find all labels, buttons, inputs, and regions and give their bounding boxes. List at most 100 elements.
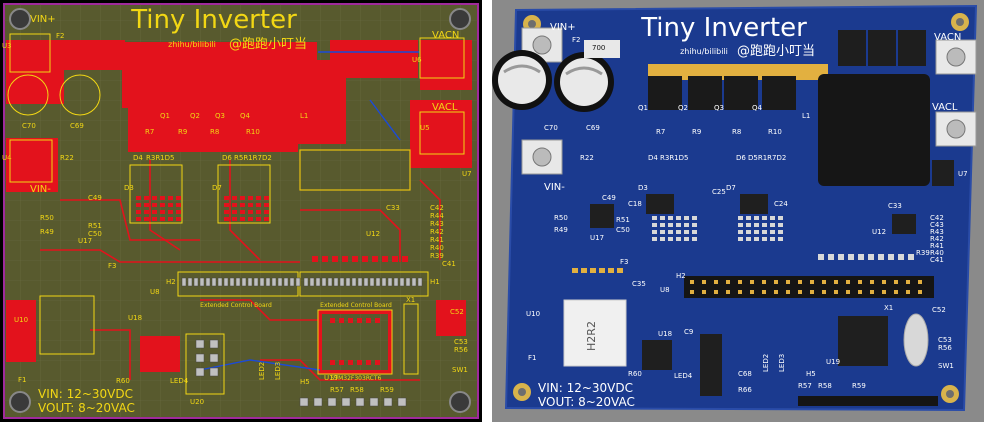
header-pin: [393, 277, 399, 287]
header-pin: [834, 280, 838, 284]
svg-text:C69: C69: [586, 124, 600, 132]
header-pin: [798, 290, 802, 294]
smd-pad: [144, 203, 149, 207]
header-pin: [786, 280, 790, 284]
credit-text: zhihu/bilibili: [680, 47, 728, 56]
smd-part: [746, 237, 751, 241]
svg-text:R56: R56: [938, 344, 952, 352]
svg-text:R41: R41: [430, 236, 444, 244]
smd-pads: [136, 196, 408, 365]
header-pin: [798, 280, 802, 284]
header-pin: [303, 277, 309, 287]
svg-text:U3: U3: [2, 42, 12, 50]
svg-text:X1: X1: [406, 296, 415, 304]
svg-text:U8: U8: [150, 288, 160, 296]
header-pin: [259, 277, 265, 287]
header-pin: [834, 290, 838, 294]
header-pin: [283, 277, 289, 287]
svg-text:C69: C69: [70, 122, 84, 130]
header-pin: [870, 280, 874, 284]
svg-text:R51: R51: [88, 222, 102, 230]
svg-text:R7: R7: [145, 128, 154, 136]
svg-text:C43: C43: [930, 221, 944, 229]
smd-part: [762, 216, 767, 220]
smd-part: [676, 216, 681, 220]
header-pin: [690, 290, 694, 294]
svg-text:C50: C50: [88, 230, 102, 238]
svg-text:C24: C24: [774, 200, 788, 208]
smd-pad: [248, 203, 253, 207]
smd-pad: [136, 203, 141, 207]
smd-pad: [168, 210, 173, 214]
smd-pad: [372, 256, 378, 262]
svg-text:700: 700: [592, 44, 605, 52]
header-pin: [702, 290, 706, 294]
header-pin: [341, 397, 351, 407]
svg-text:R9: R9: [692, 128, 701, 136]
smd-part: [778, 237, 783, 241]
svg-text:F1: F1: [18, 376, 26, 384]
svg-text:Q3: Q3: [215, 112, 225, 120]
fuse-f2: [584, 40, 620, 58]
svg-text:F2: F2: [572, 36, 580, 44]
smd-part: [908, 254, 914, 260]
smd-pad: [160, 210, 165, 214]
svg-text:C68: C68: [738, 370, 752, 378]
svg-text:D3: D3: [124, 184, 134, 192]
smd-pad: [224, 196, 229, 200]
smd-part: [868, 254, 874, 260]
traces: [40, 160, 441, 381]
header-pin: [846, 280, 850, 284]
bottom-traces: [199, 51, 420, 371]
mosfets: [648, 64, 828, 110]
smd-pad: [264, 210, 269, 214]
header-pin: [870, 290, 874, 294]
header-pin: [199, 277, 205, 287]
smd-pad: [144, 210, 149, 214]
smd-pad: [256, 210, 261, 214]
smd-pad: [152, 217, 157, 221]
header-pin: [357, 277, 363, 287]
smd-part: [738, 216, 743, 220]
header-pin: [690, 280, 694, 284]
svg-text:D3: D3: [638, 184, 648, 192]
smd-pad: [402, 256, 408, 262]
svg-text:H2: H2: [676, 272, 686, 280]
svg-text:C49: C49: [88, 194, 102, 202]
header-pin: [810, 280, 814, 284]
svg-text:R59: R59: [380, 386, 394, 394]
smd-pad: [342, 256, 348, 262]
svg-text:U7: U7: [462, 170, 472, 178]
svg-text:LED4: LED4: [674, 372, 693, 380]
header-pin: [277, 277, 283, 287]
smd-part: [652, 216, 657, 220]
header-pin: [369, 397, 379, 407]
smd-pad: [240, 196, 245, 200]
svg-text:C33: C33: [386, 204, 400, 212]
svg-text:R10: R10: [246, 128, 260, 136]
svg-text:D6: D6: [736, 154, 746, 162]
smd-pad: [152, 196, 157, 200]
smd-pad: [160, 203, 165, 207]
header-pin: [315, 277, 321, 287]
svg-text:C53: C53: [454, 338, 468, 346]
copper-pours: [6, 40, 472, 374]
svg-text:R49: R49: [554, 226, 568, 234]
smd-part: [668, 223, 673, 227]
header-pin: [195, 353, 205, 363]
svg-text:U7: U7: [958, 170, 968, 178]
svg-text:R43: R43: [930, 228, 944, 236]
header-pin: [405, 277, 411, 287]
label-vacl: VACL: [432, 102, 458, 113]
smd-part: [778, 223, 783, 227]
smd-part: [738, 230, 743, 234]
smd-part: [898, 254, 904, 260]
label-vin-plus: VIN+: [30, 14, 56, 25]
header-pin: [195, 339, 205, 349]
header-pin: [846, 290, 850, 294]
header-pin: [187, 277, 193, 287]
label-vacn: VACN: [934, 32, 961, 43]
smd-part: [770, 237, 775, 241]
header-pin: [726, 290, 730, 294]
svg-text:R60: R60: [628, 370, 642, 378]
